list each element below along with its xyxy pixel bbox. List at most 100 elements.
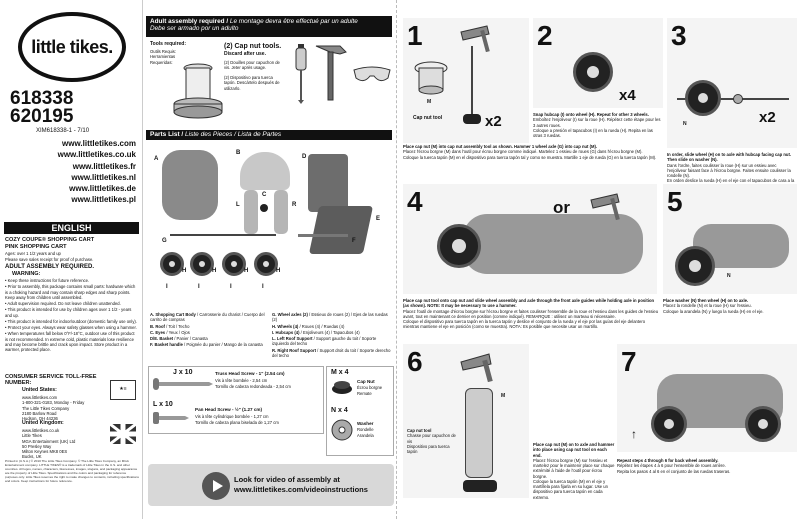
uk-title: United Kingdom: (22, 420, 64, 426)
part-label-g: G (162, 238, 167, 244)
part-label-i: I (198, 284, 200, 290)
cap-nut-tool-icon (173, 63, 223, 119)
tools-label: Tools required: (150, 41, 187, 47)
part-label-a: A (154, 156, 159, 162)
ages: Ages: over 1 1/2 years and up (5, 251, 61, 256)
hammer-icon (460, 25, 490, 52)
step-7-text: Repeat steps 4 through 6 for back wheel … (617, 458, 731, 474)
step-2-count: x4 (619, 87, 636, 104)
part-label-h: H (276, 268, 281, 274)
cap-nut-qty: M x 4 (331, 369, 349, 376)
part-label-i: I (166, 284, 168, 290)
parts-list-item: H. Wheels (4) / Roues (4) / Ruedas (4) (272, 323, 345, 329)
step-4-number: 4 (407, 186, 423, 217)
step-1-text: Place cap nut (M) into cap nut assembly … (403, 144, 657, 160)
product-name: COZY COUPE® SHOPPING CART (5, 237, 95, 243)
step-1-number: 1 (407, 20, 423, 51)
wheel-icon (463, 480, 497, 492)
step-3-number: 3 (671, 20, 687, 51)
step-3-n-label: N (683, 121, 687, 127)
wheel-icon (651, 406, 687, 442)
part-label-e: E (376, 216, 381, 222)
website-de[interactable]: www.littletikes.de (69, 184, 136, 193)
middle-column: Adult assembly required / Le montage dev… (144, 0, 397, 519)
step-4-panel: 4 or (403, 184, 657, 294)
step-1-m-label: M (427, 99, 432, 105)
warning-item: • Adult supervision required. Do not lea… (5, 301, 121, 306)
adult-required-bar: Adult assembly required / Le montage dev… (146, 16, 392, 37)
axle-part (170, 234, 276, 236)
washer-title: Washer (357, 421, 374, 426)
wheel-icon (685, 80, 721, 116)
nuts-box: M x 4 Cap Nut Écrou borgne Remate N x 4 … (326, 366, 394, 456)
screw-l-es: Tornillo de cabeza plana biselada de 1,2… (195, 420, 279, 425)
cap-nut-in-tool-icon (414, 61, 448, 95)
parts-list-item: I. Hubcaps (4) / Enjoliveurs (4) / Tapac… (272, 329, 360, 335)
step-1-panel: 1 M Cap nut tool x2 (403, 18, 529, 143)
legal-text: Printed in (U.S.A.) © 2010 The Little Ti… (5, 459, 139, 484)
part-label-h: H (182, 268, 187, 274)
hammer-icon (460, 353, 493, 382)
parts-illustration: A B D E C R L F G H H H H I I I I (148, 142, 392, 307)
parts-list-bar: Parts List / Liste des Pieces / Lista de… (146, 130, 392, 140)
cart-body-part (162, 150, 218, 220)
step-5-panel: 5 N (663, 184, 797, 294)
wheel-icon (573, 52, 613, 92)
website-nl[interactable]: www.littletikes.nl (71, 173, 136, 182)
warning-item: • Protect your eyes. Always wear safety … (5, 325, 137, 330)
screw-j-qty: J x 10 (173, 369, 193, 376)
basket-e-part (308, 206, 374, 254)
assembly-required: ADULT ASSEMBLY REQUIRED. (5, 264, 95, 270)
step-2-panel: 2 x4 (533, 18, 663, 108)
axle-icon (471, 46, 473, 116)
us-title: United States: (22, 387, 57, 393)
video-line-1: Look for video of assembly at (234, 475, 340, 484)
video-banner[interactable]: Look for video of assembly at www.little… (148, 464, 394, 506)
basket-d-part (308, 154, 348, 212)
part-label-i: I (230, 284, 232, 290)
handle-part (298, 234, 348, 237)
website-uk[interactable]: www.littletikes.co.uk (57, 150, 136, 159)
part-label-d: D (302, 154, 307, 160)
right-roof-support-part (274, 190, 288, 234)
step-1-count: x2 (485, 113, 502, 130)
part-label-h: H (212, 268, 217, 274)
screw-l-fr: Vis à tête cylindrique bombée - 1,27 cm (195, 414, 269, 419)
parts-list-right: G. Wheel axles (2) / Essieux de roues (2… (272, 312, 392, 359)
product-sub: PINK SHOPPING CART (5, 244, 67, 250)
uk-flag-icon (109, 422, 137, 446)
consumer-title: CONSUMER SERVICE TOLL-FREE NUMBER: (5, 374, 97, 387)
part-label-c: C (262, 192, 267, 198)
warning-item: • Prior to assembly, this package contai… (5, 284, 136, 300)
washer-fr: Rondelle (357, 427, 374, 432)
washer-qty: N x 4 (331, 407, 348, 414)
step-5-number: 5 (667, 186, 683, 217)
parts-list-item: A. Shopping Cart Body / Carrosserie du c… (150, 312, 265, 323)
us-flag-icon: ★≡ (110, 380, 136, 400)
play-icon[interactable] (202, 472, 230, 500)
keep-receipt: Please save sales receipt for proof of p… (5, 257, 94, 262)
cap-tool-fr: (2) Douilles pour capuchon de vis. Jeter… (224, 60, 280, 71)
left-roof-support-part (244, 190, 258, 234)
step-2-number: 2 (537, 20, 553, 51)
cap-tool-es: (2) Dispositivo para tuerca tapón. Descá… (224, 75, 280, 91)
website-com[interactable]: www.littletikes.com (62, 139, 136, 148)
warning-title: WARNING: (12, 271, 41, 277)
screw-l-title: Pan Head Screw - ½" (1.27 cm) (195, 407, 263, 412)
video-link[interactable]: www.littletikes.com/videoinstructions (234, 485, 368, 494)
wheel-part (254, 252, 278, 276)
part-label-r: R (292, 202, 297, 208)
website-fr[interactable]: www.littletikes.fr (72, 162, 136, 171)
website-pl[interactable]: www.littletikes.pl (71, 195, 136, 204)
step-6-tool-label: Cap nut tool Chasse pour capuchon de vis… (407, 428, 456, 454)
parts-list-item: B. Roof / Toit / Techo (150, 323, 190, 329)
parts-list-item: G. Wheel axles (2) / Essieux de roues (2… (272, 312, 388, 323)
screw-j-title: Truss Head Screw - 1" (2.54 cm) (215, 371, 285, 376)
left-column: little tikes. 618338 620195 XIM618338-1 … (0, 0, 143, 519)
arrow-up-icon: ↑ (631, 427, 637, 441)
step-6-text: Place cap nut (M) on to axle and hammer … (533, 442, 615, 500)
parts-list-item: R. Right Roof Support / Support droit du… (272, 347, 391, 358)
